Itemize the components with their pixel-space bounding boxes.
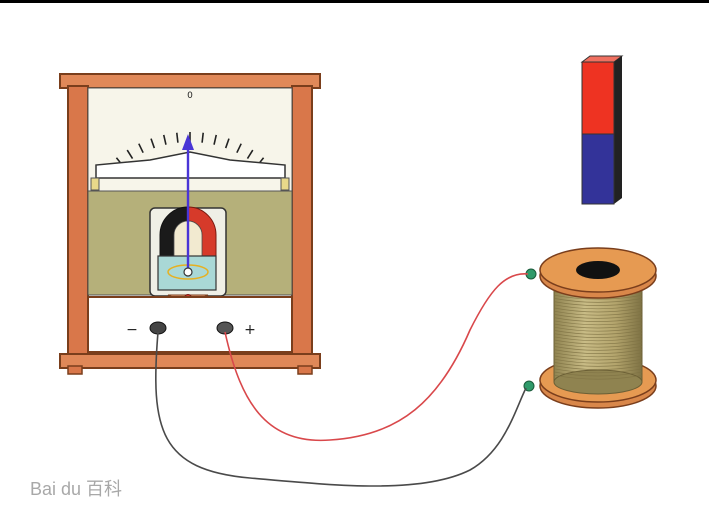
positive-wire[interactable] bbox=[224, 273, 529, 442]
winding-line bbox=[553, 333, 643, 338]
plus-sign: + bbox=[244, 322, 256, 338]
coil-opening bbox=[576, 261, 620, 279]
galvanometer-right-post bbox=[291, 85, 313, 361]
magnet-south-pole bbox=[581, 133, 615, 205]
winding-line bbox=[553, 323, 643, 329]
winding-line bbox=[553, 326, 643, 332]
scale-tick bbox=[213, 134, 218, 145]
winding-line bbox=[553, 346, 643, 351]
scale-tick bbox=[138, 143, 144, 154]
winding-line bbox=[553, 320, 643, 326]
scale-tick bbox=[162, 134, 167, 145]
magnet-side-face bbox=[614, 56, 622, 204]
winding-line bbox=[553, 304, 643, 310]
winding-line bbox=[553, 365, 643, 370]
winding-line bbox=[553, 339, 643, 345]
winding-line bbox=[553, 317, 643, 322]
scale-plate bbox=[95, 151, 286, 179]
winding-line bbox=[553, 294, 643, 300]
winding-line bbox=[553, 342, 643, 348]
galvanometer-top-cap bbox=[59, 73, 321, 89]
coil-winding-bottom bbox=[553, 369, 643, 395]
watermark-text: Bai du 百科 bbox=[30, 479, 122, 499]
winding-line bbox=[553, 371, 643, 377]
negative-wire[interactable] bbox=[155, 331, 527, 487]
galvanometer-left-post bbox=[67, 85, 89, 361]
coil bbox=[523, 247, 657, 409]
coil-winding-lines bbox=[553, 291, 643, 380]
winding-line bbox=[553, 362, 643, 367]
galvanometer-foot-left bbox=[67, 365, 83, 375]
minus-sign: − bbox=[126, 322, 138, 338]
winding-line bbox=[553, 307, 643, 313]
winding-line bbox=[553, 368, 643, 374]
galvanometer: 0 − + bbox=[59, 73, 321, 375]
winding-line bbox=[553, 301, 643, 306]
scale-tick bbox=[126, 149, 134, 159]
galvanometer-base bbox=[59, 353, 321, 369]
meter-needle bbox=[182, 134, 194, 272]
winding-line bbox=[553, 355, 643, 361]
winding-line bbox=[553, 314, 643, 319]
right-stop bbox=[280, 177, 290, 191]
scale-tick bbox=[201, 132, 205, 143]
winding-line bbox=[553, 374, 643, 380]
scale-tick bbox=[175, 132, 179, 143]
winding-line bbox=[553, 298, 643, 303]
terminal-panel bbox=[87, 296, 293, 353]
winding-line bbox=[553, 310, 643, 316]
zero-label: 0 bbox=[187, 91, 193, 101]
winding-line bbox=[553, 330, 643, 335]
winding-line bbox=[553, 358, 643, 364]
scale-tick bbox=[224, 138, 230, 149]
top-border bbox=[0, 0, 709, 3]
winding-line bbox=[553, 352, 643, 358]
needle-pivot bbox=[183, 267, 193, 277]
winding-line bbox=[553, 336, 643, 342]
galvanometer-foot-right bbox=[297, 365, 313, 375]
scale-tick bbox=[246, 149, 254, 159]
left-stop bbox=[90, 177, 100, 191]
magnet-north-pole bbox=[581, 61, 615, 135]
bar-magnet[interactable] bbox=[580, 55, 624, 205]
scale-tick bbox=[150, 138, 156, 149]
winding-line bbox=[553, 349, 643, 354]
scale-tick bbox=[236, 143, 242, 154]
watermark: Bai du 百科 bbox=[30, 479, 122, 499]
